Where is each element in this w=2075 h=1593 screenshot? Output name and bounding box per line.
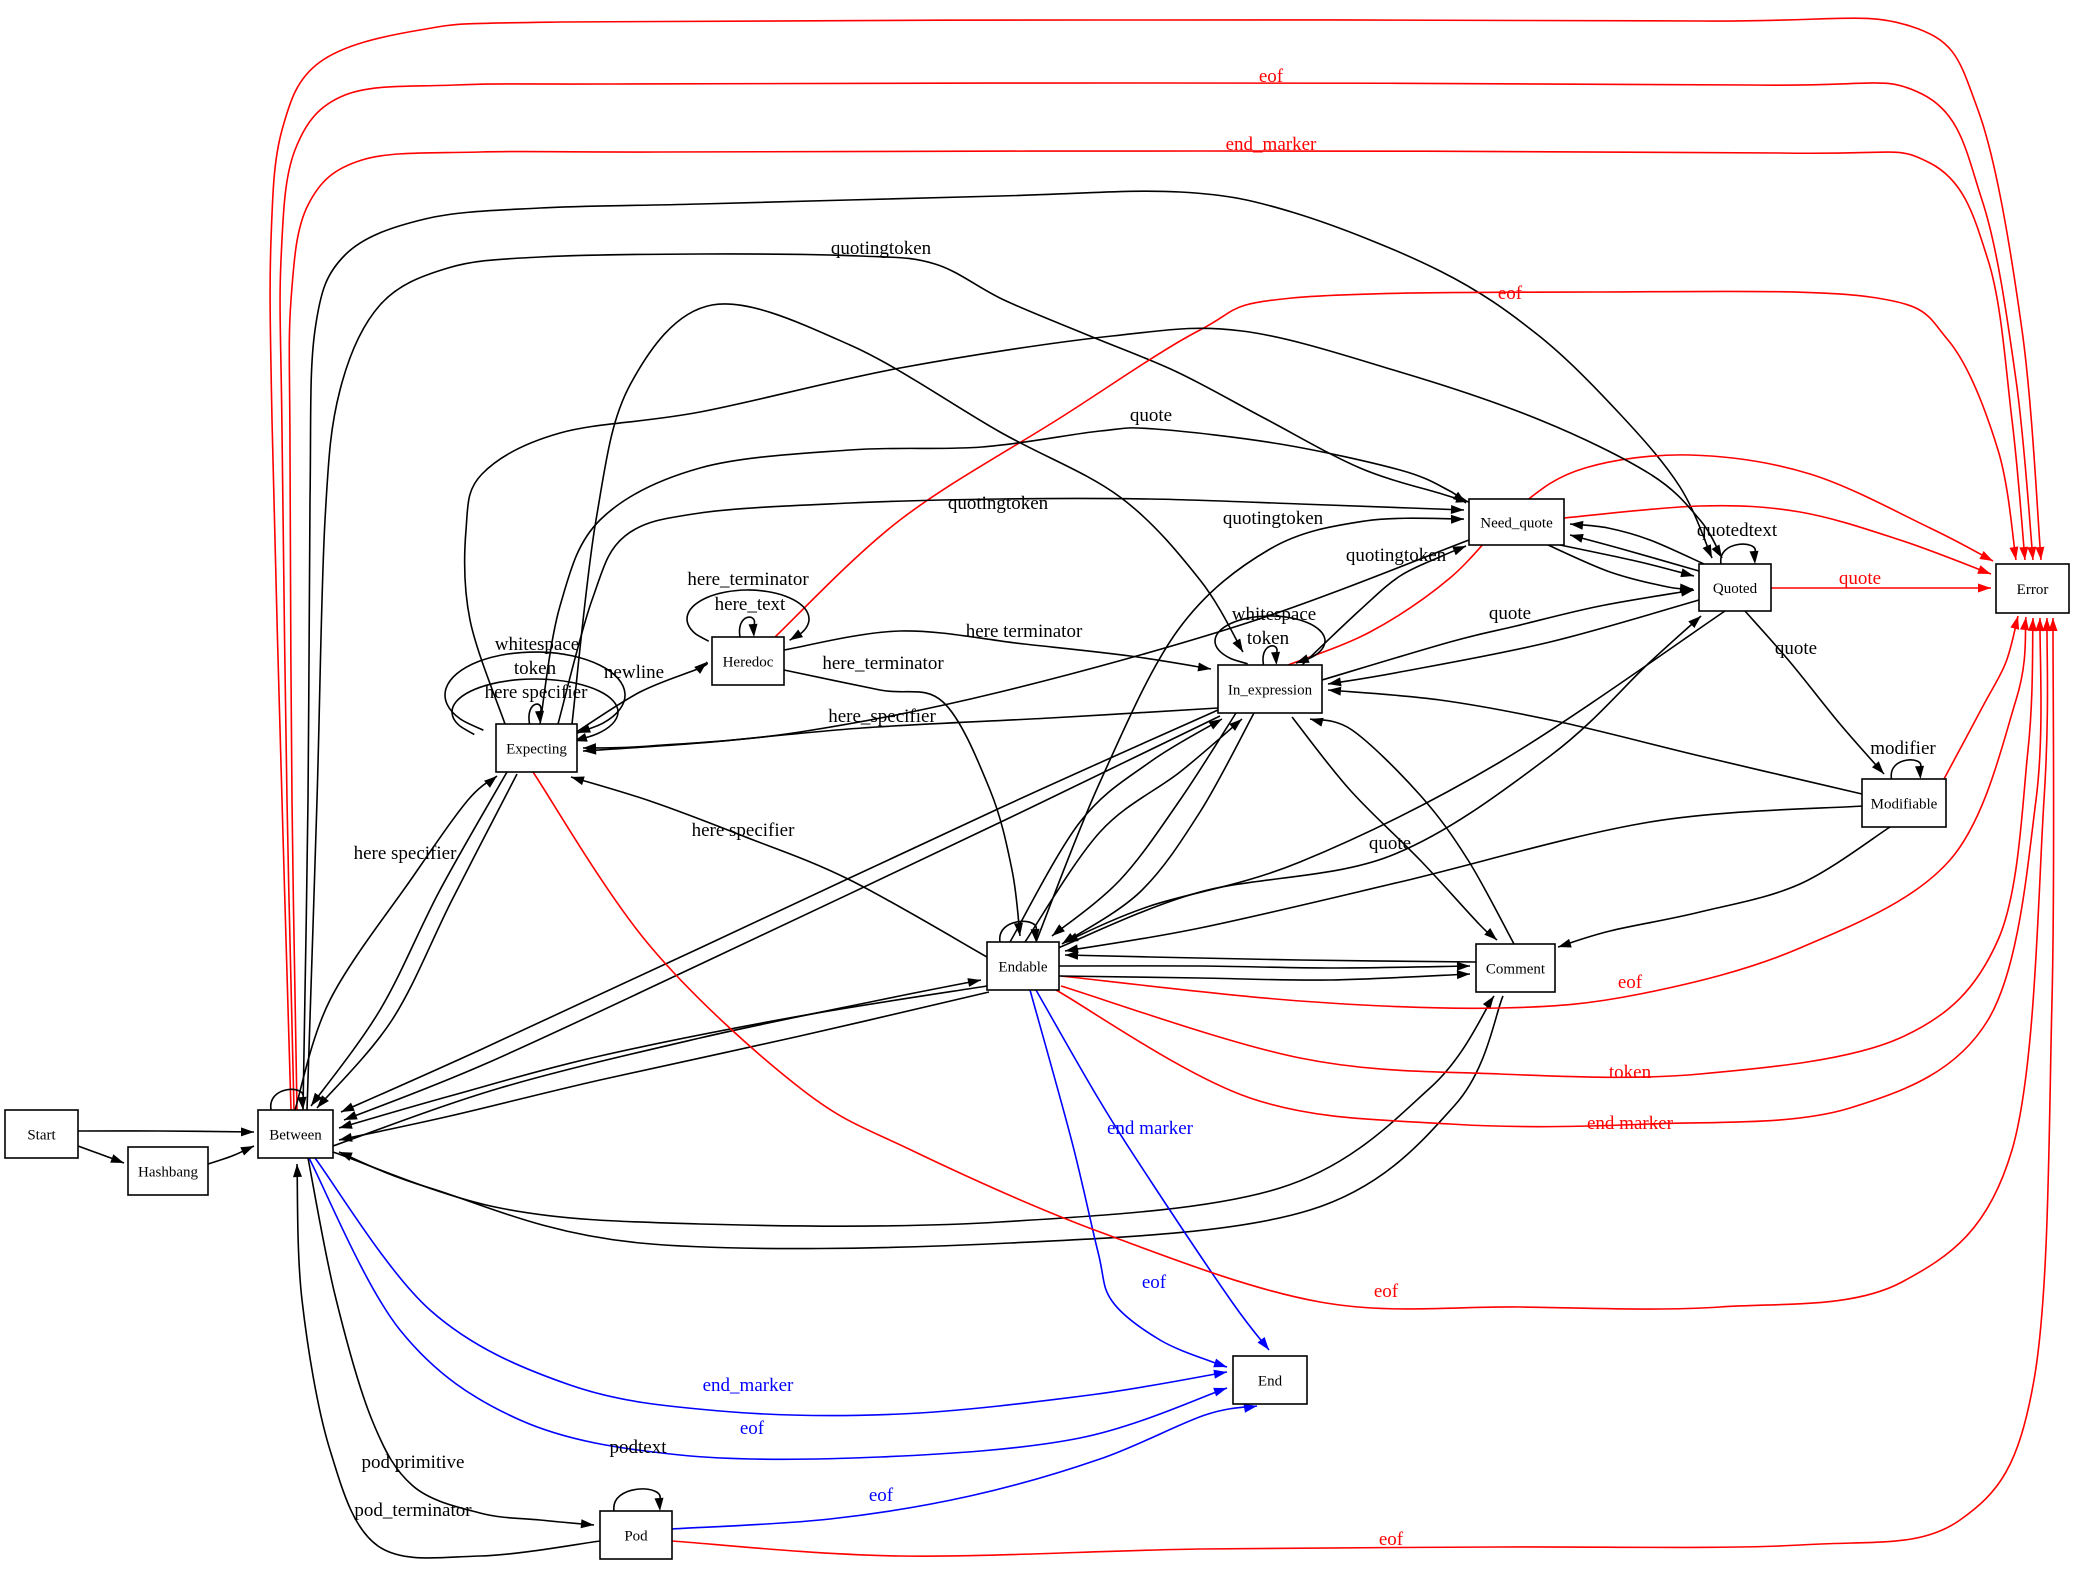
svg-text:eof: eof xyxy=(869,1485,894,1506)
svg-text:end_marker: end_marker xyxy=(703,1375,794,1396)
svg-text:eof: eof xyxy=(1142,1272,1167,1293)
svg-text:quote: quote xyxy=(1369,833,1411,854)
svg-text:quotingtoken: quotingtoken xyxy=(1223,508,1324,529)
svg-text:quotingtoken: quotingtoken xyxy=(1346,545,1447,566)
svg-text:here specifier: here specifier xyxy=(485,682,589,703)
svg-text:whitespace: whitespace xyxy=(495,634,579,655)
svg-text:Quoted: Quoted xyxy=(1713,581,1758,597)
svg-text:quotingtoken: quotingtoken xyxy=(831,238,932,259)
svg-text:quotingtoken: quotingtoken xyxy=(948,493,1049,514)
svg-text:Start: Start xyxy=(27,1128,56,1144)
svg-text:pod primitive: pod primitive xyxy=(362,1452,465,1473)
svg-text:quote: quote xyxy=(1130,405,1172,426)
svg-text:eof: eof xyxy=(1259,66,1284,87)
svg-text:Heredoc: Heredoc xyxy=(723,655,774,671)
svg-text:eof: eof xyxy=(1498,283,1523,304)
svg-text:whitespace: whitespace xyxy=(1232,604,1316,625)
svg-text:newline: newline xyxy=(604,662,664,683)
svg-text:quote: quote xyxy=(1839,568,1881,589)
svg-text:token: token xyxy=(514,658,557,679)
svg-text:here specifier: here specifier xyxy=(354,843,458,864)
svg-text:token: token xyxy=(1247,628,1290,649)
svg-text:quotedtext: quotedtext xyxy=(1697,520,1778,541)
svg-text:Comment: Comment xyxy=(1486,962,1546,978)
svg-text:end marker: end marker xyxy=(1587,1113,1674,1134)
svg-text:Endable: Endable xyxy=(998,960,1047,976)
svg-text:Between: Between xyxy=(269,1128,322,1144)
svg-text:Hashbang: Hashbang xyxy=(138,1165,198,1181)
svg-text:podtext: podtext xyxy=(610,1437,668,1458)
svg-text:Expecting: Expecting xyxy=(506,742,567,758)
svg-text:here_terminator: here_terminator xyxy=(822,653,944,674)
svg-text:pod_terminator: pod_terminator xyxy=(354,1500,472,1521)
svg-text:end_marker: end_marker xyxy=(1226,134,1317,155)
svg-text:Error: Error xyxy=(2017,582,2049,598)
svg-text:here_text: here_text xyxy=(715,594,786,615)
svg-text:here_terminator: here_terminator xyxy=(687,569,809,590)
svg-text:Pod: Pod xyxy=(624,1529,648,1545)
svg-text:quote: quote xyxy=(1775,638,1817,659)
svg-text:quote: quote xyxy=(1489,603,1531,624)
svg-text:modifier: modifier xyxy=(1870,738,1936,759)
svg-text:here specifier: here specifier xyxy=(692,820,796,841)
svg-text:here_specifier: here_specifier xyxy=(828,706,936,727)
svg-text:In_expression: In_expression xyxy=(1228,683,1313,699)
svg-text:Need_quote: Need_quote xyxy=(1480,516,1553,532)
svg-text:Modifiable: Modifiable xyxy=(1871,797,1938,813)
svg-text:eof: eof xyxy=(1618,972,1643,993)
svg-text:eof: eof xyxy=(1379,1529,1404,1550)
svg-text:eof: eof xyxy=(1374,1281,1399,1302)
svg-text:token: token xyxy=(1609,1062,1652,1083)
svg-text:eof: eof xyxy=(740,1418,765,1439)
svg-text:end marker: end marker xyxy=(1107,1118,1194,1139)
svg-text:here terminator: here terminator xyxy=(966,621,1083,642)
svg-text:End: End xyxy=(1258,1374,1283,1390)
